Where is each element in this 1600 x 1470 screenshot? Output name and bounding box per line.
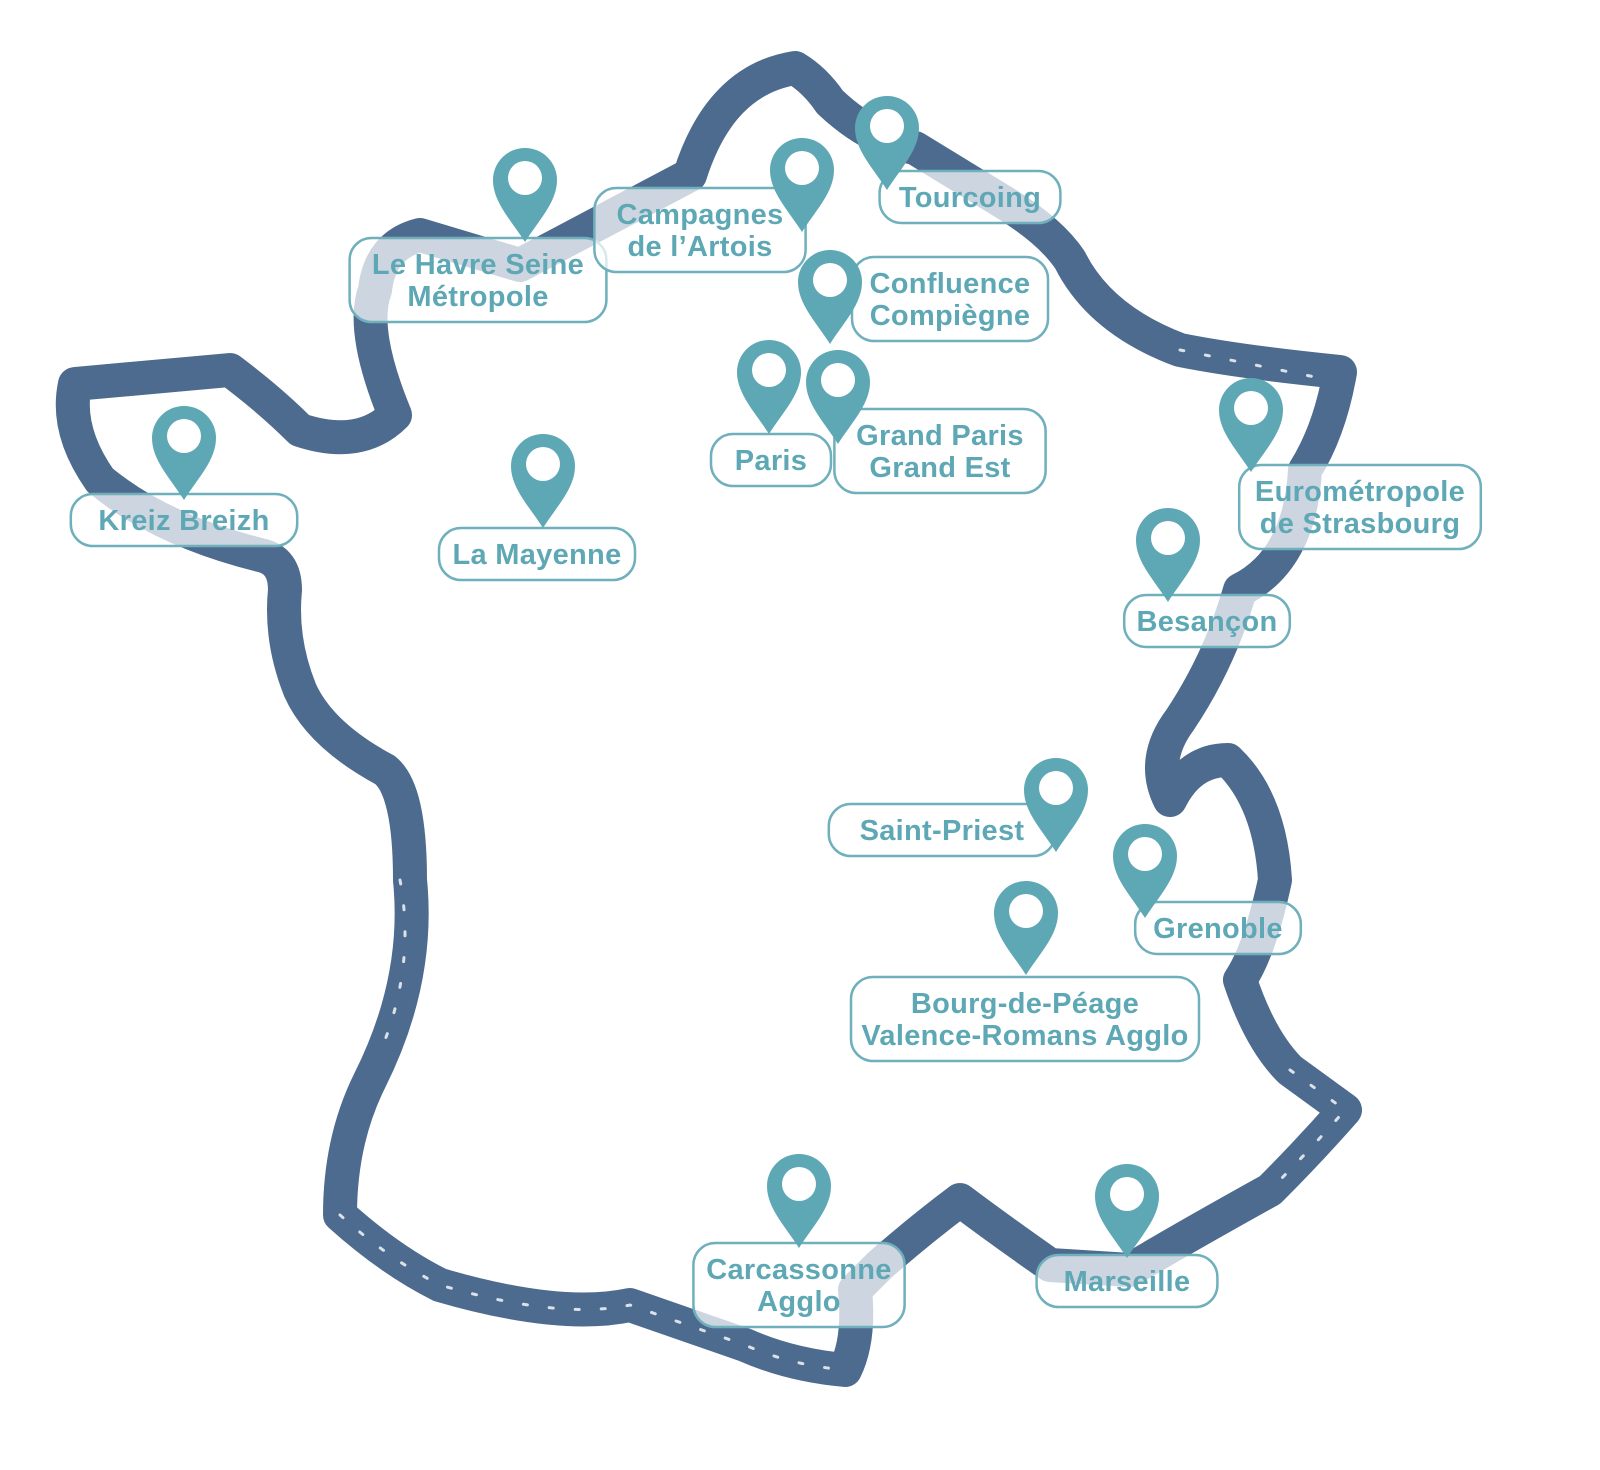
location-label-line: Besançon <box>1137 606 1278 638</box>
location-label: Paris <box>735 445 807 477</box>
location-label-line: Compiègne <box>870 300 1031 332</box>
location-label: Kreiz Breizh <box>98 505 269 537</box>
location-la-mayenne[interactable]: La Mayenne <box>437 434 637 582</box>
location-besancon[interactable]: Besançon <box>1122 508 1292 649</box>
location-label-line: Agglo <box>757 1286 841 1318</box>
location-label-line: de l’Artois <box>627 231 772 263</box>
label-bubble <box>1237 463 1483 551</box>
location-label-line: Bourg-de-Péage <box>911 988 1139 1020</box>
location-marseille[interactable]: Marseille <box>1035 1164 1219 1309</box>
location-paris[interactable]: Paris <box>709 340 833 488</box>
location-label: Tourcoing <box>899 182 1041 214</box>
location-label-line: Grand Paris <box>856 420 1024 452</box>
location-label-line: Campagnes <box>616 199 783 231</box>
location-tourcoing[interactable]: Tourcoing <box>855 96 1062 225</box>
map-pin-hole <box>508 161 542 195</box>
map-pin-hole <box>1110 1177 1144 1211</box>
location-saint-priest[interactable]: Saint-Priest <box>827 758 1088 858</box>
location-label-line: Carcassonne <box>706 1254 891 1286</box>
map-pin-hole <box>785 151 819 185</box>
label-bubble <box>833 407 1047 495</box>
location-label-line: Marseille <box>1064 1266 1191 1298</box>
location-label: La Mayenne <box>453 539 622 571</box>
location-label-line: Paris <box>735 445 807 477</box>
location-label-line: Tourcoing <box>899 182 1041 214</box>
location-label-line: Métropole <box>407 281 548 313</box>
map-pin-hole <box>813 263 847 297</box>
location-kreiz-breizh[interactable]: Kreiz Breizh <box>69 406 299 548</box>
map-pin-hole <box>752 353 786 387</box>
map-pin-hole <box>1128 837 1162 871</box>
location-label: Marseille <box>1064 1266 1191 1298</box>
location-grenoble[interactable]: Grenoble <box>1113 824 1303 956</box>
label-bubble <box>593 186 807 274</box>
label-bubble <box>1122 593 1292 649</box>
label-bubble <box>437 526 637 582</box>
map-pin-hole <box>821 363 855 397</box>
map-pin-hole <box>1039 771 1073 805</box>
france-outline <box>55 51 1362 1387</box>
location-label-line: de Strasbourg <box>1260 508 1461 540</box>
location-label-line: Le Havre Seine <box>372 249 584 281</box>
label-bubble <box>348 236 608 324</box>
map-pin-hole <box>1234 391 1268 425</box>
location-label-line: Confluence <box>870 268 1031 300</box>
location-label-line: Saint-Priest <box>860 815 1025 847</box>
map-pin-hole <box>1151 521 1185 555</box>
map-pin-hole <box>167 419 201 453</box>
location-label-line: Grenoble <box>1153 913 1283 945</box>
label-bubble <box>709 432 833 488</box>
location-label-line: Valence-Romans Agglo <box>861 1020 1188 1052</box>
map-pin-hole <box>526 447 560 481</box>
label-bubble <box>1133 900 1303 956</box>
label-bubble <box>849 975 1201 1063</box>
map-pin-hole <box>870 109 904 143</box>
location-label-line: Eurométropole <box>1255 476 1465 508</box>
location-label: Besançon <box>1137 606 1278 638</box>
location-label-line: Kreiz Breizh <box>98 505 269 537</box>
location-label-line: La Mayenne <box>453 539 622 571</box>
location-label: Grenoble <box>1153 913 1283 945</box>
map-pin-hole <box>1009 894 1043 928</box>
label-bubble <box>878 169 1062 225</box>
location-label-line: Grand Est <box>869 452 1010 484</box>
location-label: Saint-Priest <box>860 815 1025 847</box>
map-pin-hole <box>782 1167 816 1201</box>
